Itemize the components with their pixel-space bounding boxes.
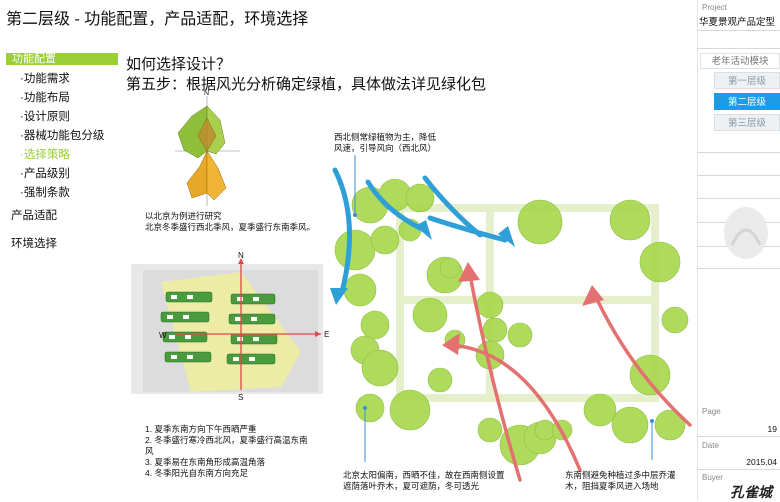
sun-note-1: 1. 夏季东南方向下午西晒严重 <box>145 424 257 434</box>
panel-line <box>697 48 780 49</box>
sidebar-item-design-principle[interactable]: ·设计原则 <box>20 111 70 123</box>
buyer-label: Buyer <box>702 473 723 482</box>
plan-note-se-2: 木，阻挡夏季风进入场地 <box>565 481 659 491</box>
module-label: 老年活动模块 <box>700 53 780 69</box>
brand-watermark-icon <box>720 205 772 261</box>
panel-line <box>697 152 780 153</box>
wind-rose-diagram: N <box>175 90 240 206</box>
sidebar-item-function-config[interactable]: 功能配置 <box>6 53 118 65</box>
plan-note-nw-2: 风速，引导风向（西北风） <box>334 143 437 153</box>
sidebar-item-product-level[interactable]: ·产品级别 <box>20 168 70 180</box>
sidebar-item-mandatory-clauses[interactable]: ·强制条款 <box>20 187 70 199</box>
sidebar-item-equipment-grading[interactable]: ·器械功能包分级 <box>20 130 105 142</box>
date-label: Date <box>702 441 719 450</box>
sidebar-item-function-layout[interactable]: ·功能布局 <box>20 92 70 104</box>
compass-west-label: W <box>159 331 167 340</box>
plan-note-se-1: 东南侧避免种植过多中层乔灌 <box>565 470 676 480</box>
wind-rose-north-label: N <box>204 90 209 97</box>
page-label: Page <box>702 407 721 416</box>
sidebar-item-selection-strategy[interactable]: ·选择策略 <box>20 149 70 161</box>
sun-note-2: 2. 冬季盛行寒冷西北风，夏季盛行高温东南 <box>145 435 308 445</box>
project-name: 华夏景观产品定型 <box>699 17 776 28</box>
panel-line <box>697 198 780 199</box>
sun-note-4: 4. 冬季阳光自东南方向充足 <box>145 468 248 478</box>
sidebar-item-product-adapt[interactable]: 产品适配 <box>11 210 57 222</box>
project-label: Project <box>702 3 727 12</box>
level-tab-3[interactable]: 第三层级 <box>714 114 780 131</box>
sun-note-3: 3. 夏季易在东南角形成高温角落 <box>145 457 265 467</box>
sun-analysis-diagram: N S E W <box>131 252 329 402</box>
level-tab-1[interactable]: 第一层级 <box>714 72 780 89</box>
panel-line <box>697 436 780 437</box>
wind-rose-note-2: 北京冬季盛行西北季风，夏季盛行东南季风。 <box>145 222 316 232</box>
compass-north-label: N <box>238 252 244 260</box>
sidebar-item-function-demand[interactable]: ·功能需求 <box>20 73 70 85</box>
planting-plan-diagram <box>330 155 692 482</box>
plan-note-sw-1: 北京太阳偏南，西晒不佳，故在西南侧设置 <box>343 470 505 480</box>
sidebar-item-environment[interactable]: 环境选择 <box>11 238 57 250</box>
right-panel-divider <box>697 0 698 500</box>
compass-south-label: S <box>238 393 243 402</box>
date-value: 2015.04 <box>746 457 777 467</box>
page-title: 第二层级 - 功能配置，产品适配，环境选择 <box>6 11 309 28</box>
compass-east-label: E <box>324 330 329 339</box>
wind-rose-note-1: 以北京为例进行研究 <box>145 211 222 221</box>
panel-line <box>697 268 780 269</box>
plan-note-sw-2: 遮荫落叶乔木，夏可遮荫，冬可透光 <box>343 481 480 491</box>
page-number: 19 <box>767 424 777 434</box>
main-question: 如何选择设计？ <box>126 56 232 73</box>
panel-line <box>697 469 780 470</box>
panel-line <box>697 30 780 31</box>
sun-note-2b: 风 <box>145 446 154 456</box>
panel-line <box>697 175 780 176</box>
level-tab-2[interactable]: 第二层级 <box>714 93 780 110</box>
main-step: 第五步：根据风光分析确定绿植，具体做法详见绿化包 <box>126 76 487 93</box>
brand-logo: 孔雀城 <box>730 484 772 500</box>
plan-note-nw-1: 西北侧常绿植物为主，降低 <box>334 132 437 142</box>
